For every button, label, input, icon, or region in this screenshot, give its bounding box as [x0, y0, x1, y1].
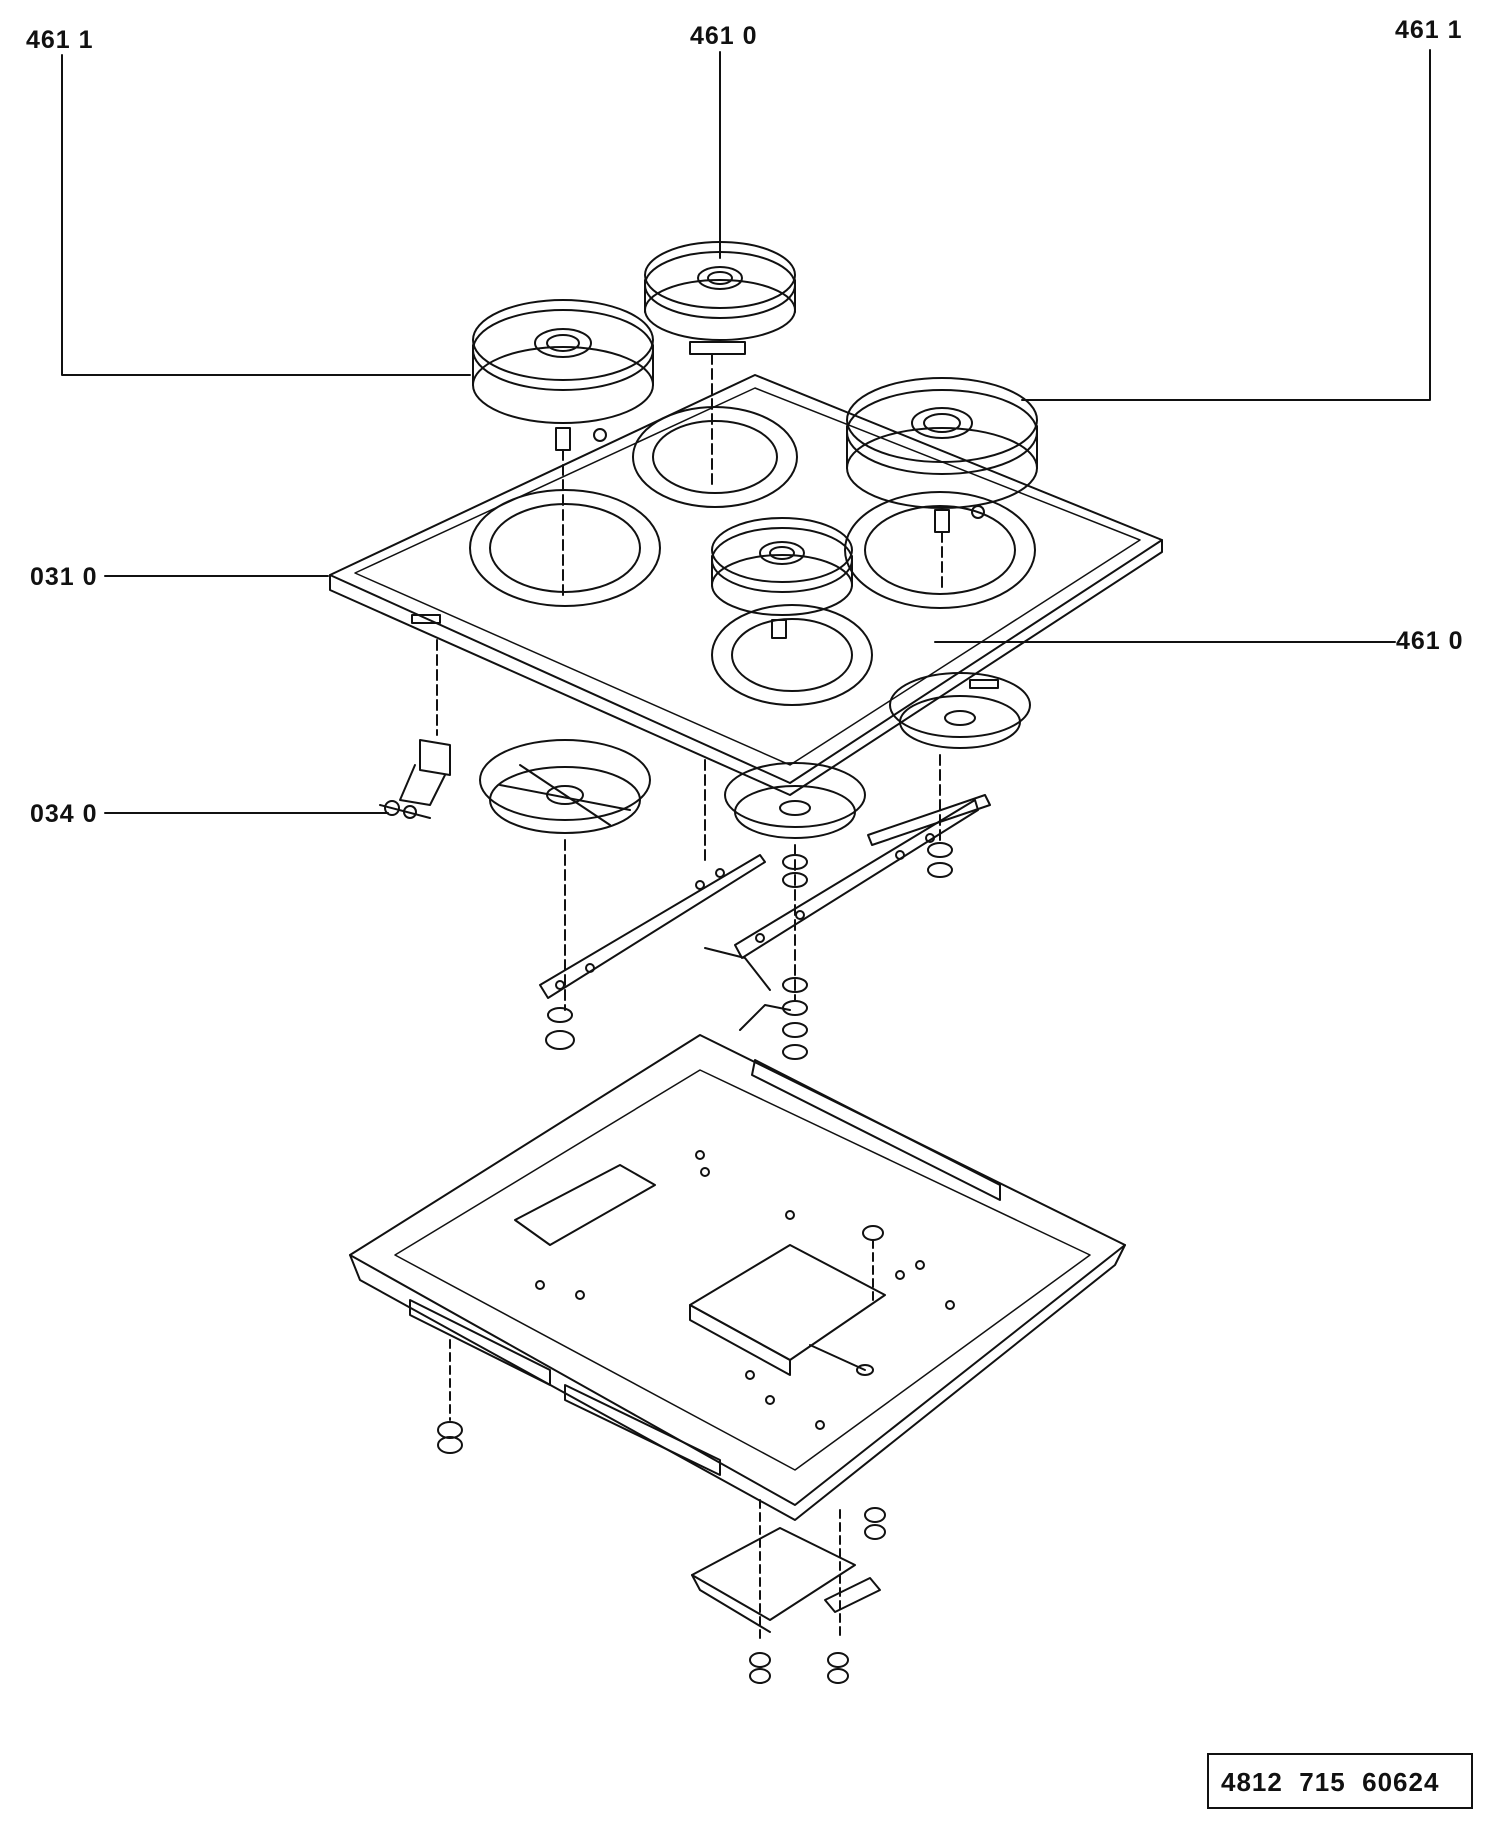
burner-bowls: [437, 640, 1030, 1010]
hob-top-plate: [330, 375, 1162, 795]
burner-rear-center: [645, 242, 795, 485]
document-number: 4812 715 60624: [1221, 1767, 1440, 1797]
hob-ring-front-center-inner: [732, 619, 852, 691]
bottom-tray: [350, 1035, 1125, 1539]
tray-inner: [395, 1070, 1090, 1470]
callout-031-0: 031 0: [30, 563, 98, 591]
leader-line-461-1-right: [1022, 50, 1430, 400]
hob-ring-right-inner: [865, 506, 1015, 594]
burner-front-center: [712, 518, 852, 638]
rail-right: [735, 800, 978, 958]
rail-left: [540, 855, 765, 998]
plate-tab-left: [412, 615, 440, 623]
clip-bracket: [380, 740, 450, 818]
hob-ring-rear-center-inner: [653, 421, 777, 493]
center-cutout: [690, 1245, 885, 1360]
hob-ring-rear-center: [633, 407, 797, 507]
hob-ring-front-center: [712, 605, 872, 705]
rail-right-upper: [868, 795, 990, 845]
rating-plate: [515, 1165, 655, 1245]
hob-ring-front-left: [470, 490, 660, 606]
callout-461-0-right: 461 0: [1396, 627, 1464, 655]
plate-tab-right: [970, 680, 998, 688]
tray-outline: [350, 1035, 1125, 1505]
leader-line-461-1-left: [62, 55, 470, 375]
hob-ring-right: [845, 492, 1035, 608]
callout-034-0: 034 0: [30, 800, 98, 828]
cover-plate: [692, 1500, 880, 1683]
hob-ring-front-left-inner: [490, 504, 640, 592]
document-number-box: 4812 715 60624: [1207, 1753, 1473, 1809]
callout-461-1-left: 461 1: [26, 26, 94, 54]
leader-lines: [62, 50, 1430, 813]
callout-461-0-top: 461 0: [690, 22, 758, 50]
hob-plate-inner-rim: [355, 388, 1140, 765]
burner-rear-left: [473, 300, 653, 595]
hob-plate-front-edge: [330, 540, 1162, 795]
tray-front-edge: [350, 1245, 1125, 1520]
callout-461-1-right: 461 1: [1395, 16, 1463, 44]
mounting-rails: [540, 795, 990, 1059]
burner-right: [847, 378, 1037, 590]
